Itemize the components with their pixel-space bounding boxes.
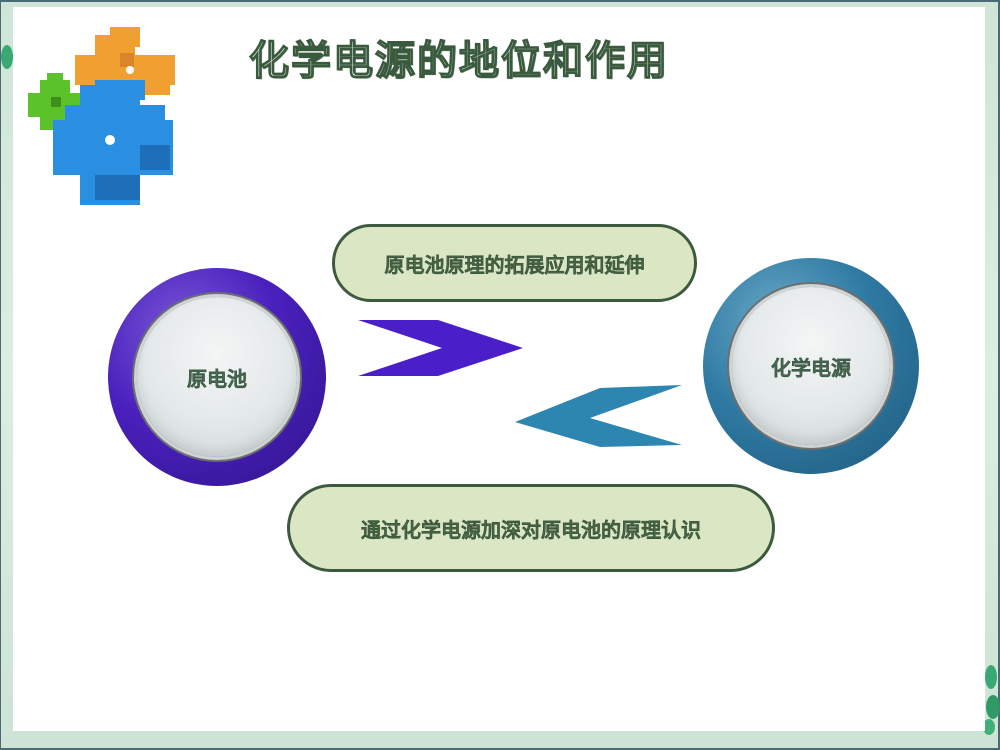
- chemical-power-source-label: 化学电源: [771, 355, 851, 380]
- primary-battery-circle: 原电池: [108, 268, 326, 486]
- primary-battery-label: 原电池: [187, 366, 247, 391]
- top-pill-label: 原电池原理的拓展应用和延伸: [384, 252, 645, 277]
- chemical-power-source-circle: 化学电源: [703, 258, 919, 474]
- primary-battery-inner: 原电池: [137, 297, 297, 457]
- top-pill-box: 原电池原理的拓展应用和延伸: [332, 224, 697, 302]
- leaf-decoration-icon: [1, 45, 13, 69]
- arrow-right-icon: [358, 320, 523, 376]
- leaf-decoration-icon: [983, 665, 1000, 735]
- chemical-power-source-inner: 化学电源: [732, 287, 890, 445]
- bottom-pill-label: 通过化学电源加深对原电池的原理认识: [361, 517, 701, 542]
- slide-title: 化学电源的地位和作用: [248, 37, 669, 84]
- puzzle-blocks-logo-icon: [28, 27, 175, 205]
- arrow-left-icon: [515, 385, 682, 447]
- bottom-pill-box: 通过化学电源加深对原电池的原理认识: [287, 484, 775, 572]
